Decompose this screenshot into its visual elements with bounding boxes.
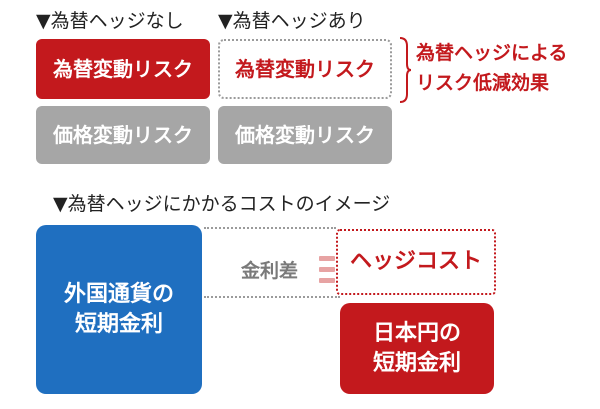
- yen-short-rate-box: 日本円の 短期金利: [340, 303, 494, 394]
- hedge-heading: ▼為替ヘッジあり: [218, 10, 366, 32]
- connector-top-line: [204, 227, 336, 229]
- hedge-effect-line-2: リスク低減効果: [416, 72, 550, 94]
- no-hedge-fx-risk-label: 為替変動リスク: [53, 56, 193, 81]
- hedge-price-risk-box: 価格変動リスク: [218, 106, 392, 164]
- yen-short-rate-line-2: 短期金利: [372, 350, 461, 376]
- hedge-fx-risk-box: 為替変動リスク: [218, 39, 392, 99]
- no-hedge-price-risk-box: 価格変動リスク: [36, 106, 210, 164]
- connector-bottom-line: [204, 296, 340, 298]
- rate-gap-label: 金利差: [241, 260, 299, 282]
- hedge-fx-risk-label: 為替変動リスク: [235, 56, 375, 81]
- no-hedge-price-risk-label: 価格変動リスク: [53, 122, 193, 147]
- yen-short-rate-line-1: 日本円の: [372, 320, 461, 346]
- foreign-short-rate-box: 外国通貨の 短期金利: [36, 225, 202, 394]
- foreign-short-rate-line-2: 短期金利: [74, 311, 163, 337]
- hedge-price-risk-label: 価格変動リスク: [235, 122, 375, 147]
- equals-icon: [319, 253, 335, 283]
- foreign-short-rate-line-1: 外国通貨の: [63, 281, 174, 307]
- hedge-cost-label: ヘッジコスト: [349, 249, 482, 275]
- hedge-effect-line-1: 為替ヘッジによる: [416, 42, 568, 64]
- brace-icon: [399, 37, 412, 103]
- hedge-cost-heading: ▼為替ヘッジにかかるコストのイメージ: [53, 193, 391, 215]
- no-hedge-heading: ▼為替ヘッジなし: [36, 10, 184, 32]
- hedge-cost-box: ヘッジコスト: [336, 229, 496, 295]
- hedge-effect-label: 為替ヘッジによる リスク低減効果: [416, 38, 567, 98]
- no-hedge-fx-risk-box: 為替変動リスク: [36, 39, 210, 99]
